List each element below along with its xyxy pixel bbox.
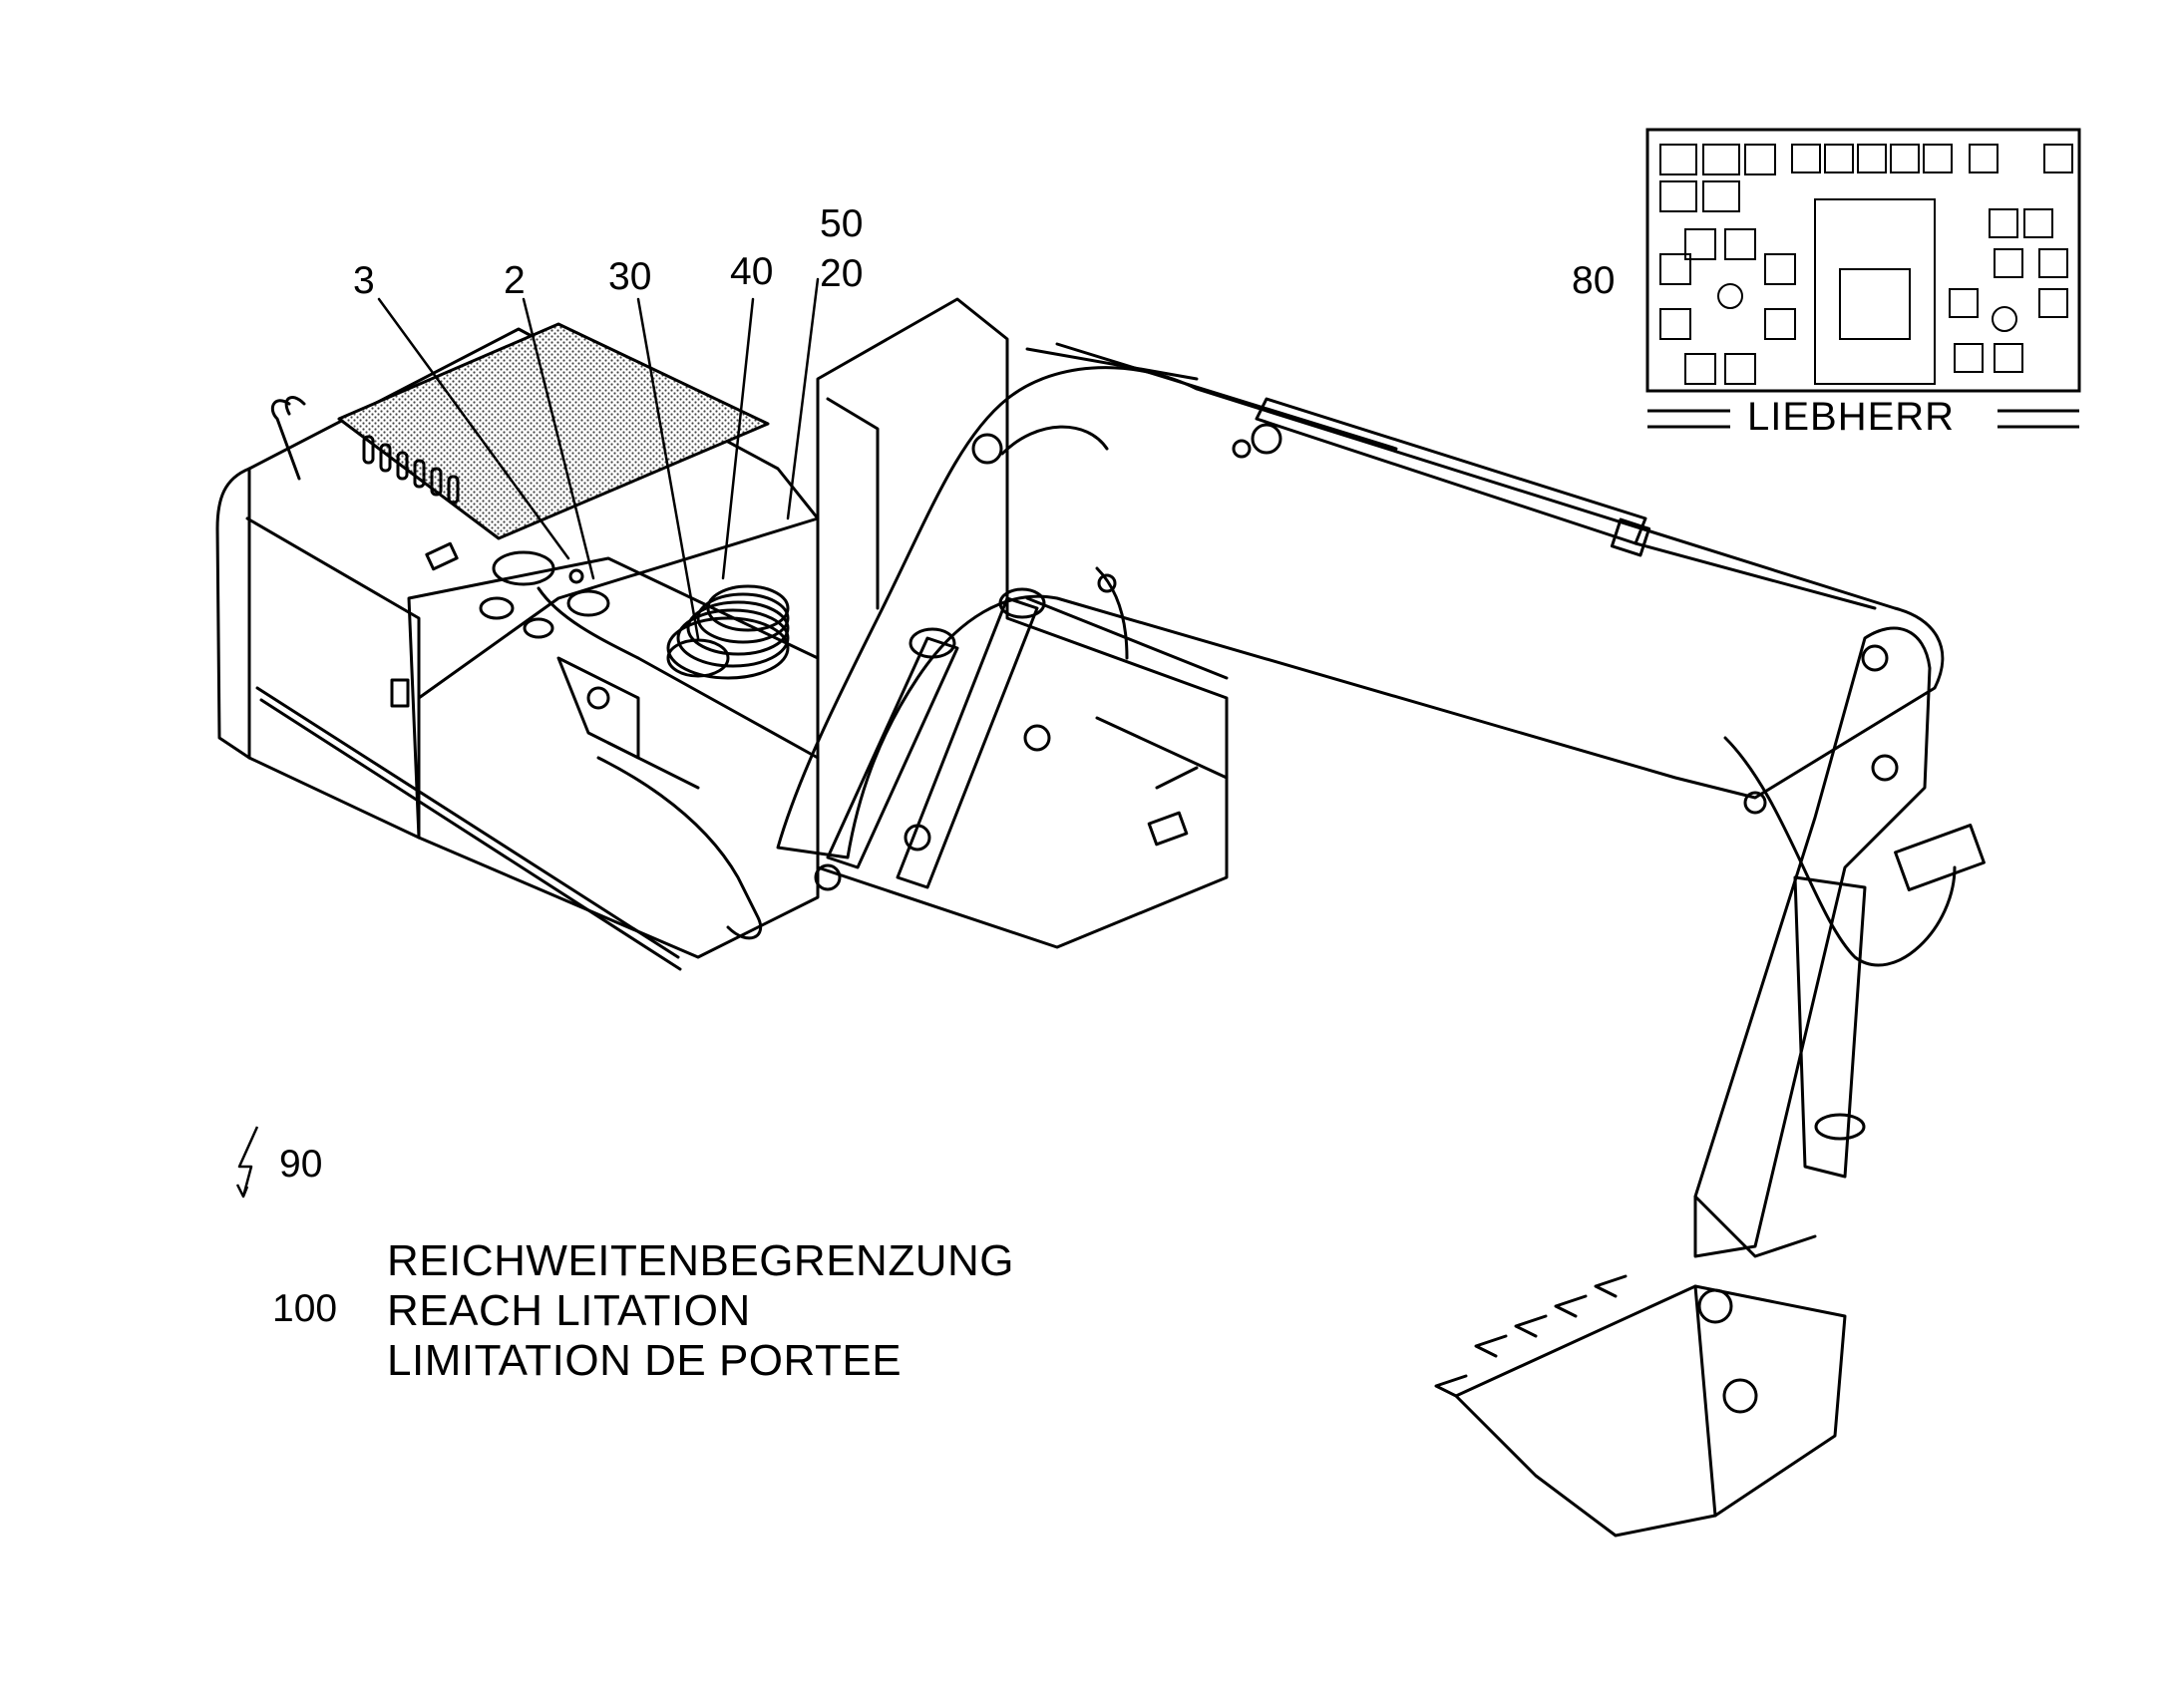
engine-housing (215, 322, 820, 971)
warning-text-en: REACH LITATION (387, 1286, 751, 1335)
vent-slots (362, 435, 460, 505)
callout-100: 100 (272, 1287, 338, 1330)
hose-coils (666, 584, 790, 680)
callout-3: 3 (353, 259, 375, 302)
operator-cab (816, 297, 1229, 949)
boom-cylinders (814, 587, 1046, 891)
bucket (1434, 1195, 1847, 1537)
stick-cylinder (1251, 397, 1877, 610)
callout-40: 40 (730, 250, 774, 293)
lightning-icon (235, 1126, 259, 1198)
decal-brand: LIEBHERR (1747, 395, 1956, 439)
callout-30: 30 (608, 255, 652, 298)
control-decal (1645, 128, 2081, 429)
warning-text-fr: LIMITATION DE PORTEE (387, 1336, 903, 1385)
callout-80: 80 (1572, 259, 1616, 302)
callout-20: 20 (820, 252, 864, 295)
warning-text-de: REICHWEITENBEGRENZUNG (387, 1236, 1014, 1285)
side-platform (407, 550, 820, 959)
callout-50: 50 (820, 202, 864, 245)
main-boom (776, 342, 1945, 859)
callout-2: 2 (504, 259, 526, 302)
callout-90: 90 (279, 1143, 323, 1186)
stick-arm (1693, 626, 1986, 1258)
leader-lines (377, 277, 820, 640)
